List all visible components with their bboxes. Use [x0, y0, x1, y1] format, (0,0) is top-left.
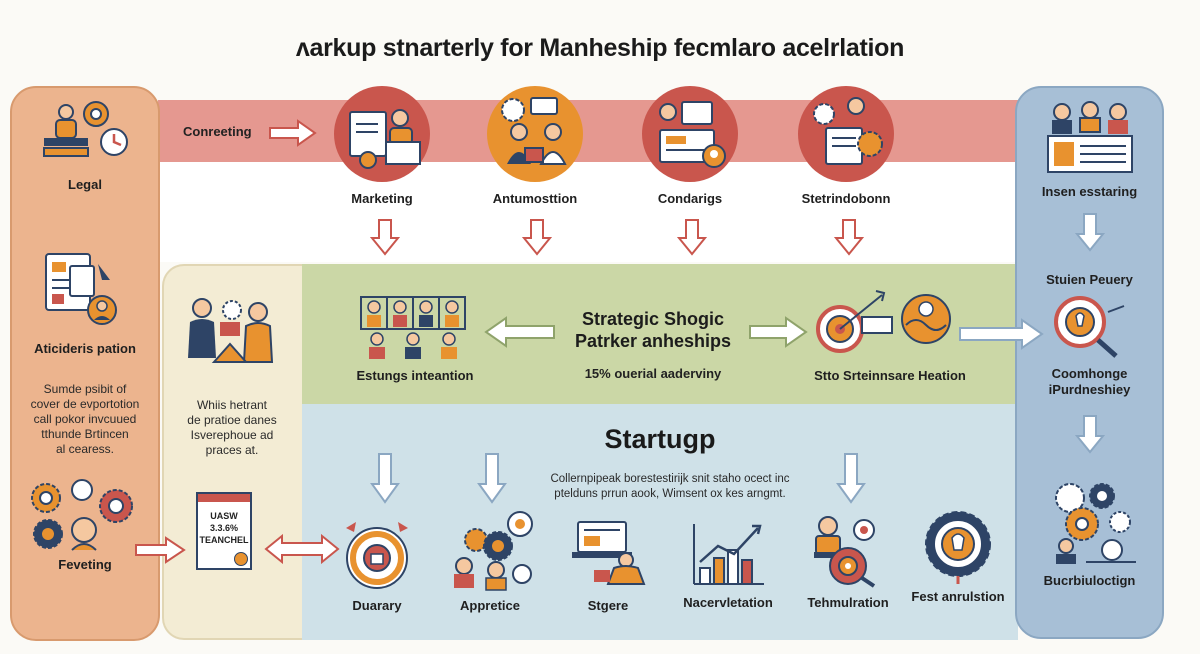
arrow-right-icon	[958, 318, 1044, 350]
panel-right	[1015, 86, 1164, 639]
top-item-label: Marketing	[351, 191, 413, 206]
presentation-icon	[174, 292, 286, 372]
conditions-icon	[640, 84, 740, 184]
middle-left-label: Estungs inteantion	[356, 368, 474, 383]
gear-bulb-icon	[918, 508, 998, 586]
band-white	[158, 162, 1018, 262]
arrow-down-icon	[1075, 414, 1105, 454]
arrow-down-icon	[477, 452, 507, 504]
team-board-icon	[1040, 98, 1140, 176]
startup-item-label: Nacervletation	[683, 595, 773, 610]
compass-icon	[340, 518, 414, 592]
top-item-label: Condarigs	[657, 191, 723, 206]
arrow-right-icon	[268, 119, 318, 147]
double-arrow-icon	[264, 534, 340, 564]
arrow-down-icon	[522, 218, 552, 256]
automation-icon	[485, 84, 585, 184]
startup-item-label: Tehmulration	[807, 595, 889, 610]
insen-label: Insen esstaring	[1041, 184, 1138, 199]
startup-item-label: Fest anrulstion	[911, 589, 1005, 604]
atici-label: Aticideris pation	[34, 341, 136, 356]
startup-item-label: Duarary	[352, 598, 402, 613]
arrow-down-icon	[1075, 212, 1105, 252]
laptop-icon	[570, 518, 650, 590]
chart-icon	[688, 520, 768, 590]
top-item-label: Stetrindobonn	[801, 191, 891, 206]
arrow-down-icon	[370, 218, 400, 256]
certificate-icon: UASW 3.3.6% TEANCHEL	[196, 492, 252, 570]
legal-label: Legal	[68, 177, 102, 192]
page-title: ʌarkup stnarterly for Manheship fecmlaro…	[295, 34, 905, 62]
middle-heading: Strategic Shogic Patrker anheships	[574, 309, 732, 351]
startup-heading: Startugp	[604, 424, 716, 454]
gears-people-icon	[26, 476, 138, 554]
arrow-right-icon	[134, 536, 186, 564]
team-gear-icon	[446, 510, 536, 592]
middle-subtitle: 15% ouerial aaderviny	[584, 366, 722, 381]
person-search-icon	[808, 512, 888, 588]
lightbulb-icon	[1050, 292, 1130, 360]
stuien-label: Stuien Peuery	[1046, 272, 1133, 287]
arrow-left-icon	[484, 316, 556, 348]
arrow-down-icon	[677, 218, 707, 256]
arrow-down-icon	[834, 218, 864, 256]
middle-right-label: Stto Srteinnsare Heation	[814, 368, 966, 383]
conreeting-label: Conreeting	[183, 124, 252, 139]
arrow-right-icon	[748, 316, 808, 348]
arrow-down-icon	[370, 452, 400, 504]
marketing-icon	[332, 84, 432, 184]
left-desc: Sumde psibit of cover de evportotion cal…	[30, 382, 140, 456]
meeting-icon	[355, 287, 471, 361]
startup-item-label: Stgere	[587, 598, 629, 613]
document-icon	[40, 250, 132, 335]
top-item-label: Antumosttion	[492, 191, 578, 206]
target-icon	[812, 287, 962, 357]
feveting-label: Feveting	[58, 557, 112, 572]
strategy-icon	[796, 84, 896, 184]
cream-desc: Whiis hetrant de pratioe danes Isverepho…	[187, 398, 277, 457]
gears-worker-icon	[1046, 478, 1142, 568]
people-desk-icon	[38, 98, 134, 166]
band-startup	[300, 404, 1018, 640]
bucrb-label: Bucrbiuloctign	[1043, 573, 1136, 588]
startup-desc: Collernpipeak borestestirijk snit staho …	[550, 473, 790, 500]
arrow-down-icon	[836, 452, 866, 504]
startup-item-label: Appretice	[460, 598, 520, 613]
band-partnerships	[300, 264, 1018, 404]
coomh-label: Coomhonge iPurdneshiey	[1048, 366, 1131, 397]
